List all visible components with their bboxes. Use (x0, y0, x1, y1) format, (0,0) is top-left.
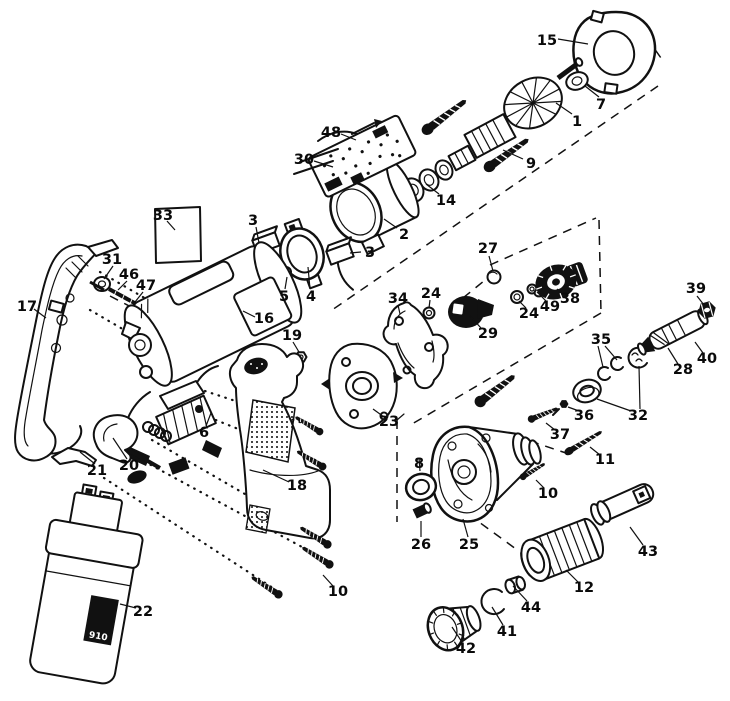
thrust-ball-27 (486, 269, 502, 285)
callout-28: 28 (673, 362, 693, 378)
callout-40: 40 (697, 351, 717, 367)
callout-23: 23 (379, 414, 399, 430)
motor-end-plate (572, 9, 657, 95)
washer-24-right (510, 290, 524, 304)
callout-36: 36 (574, 408, 594, 424)
washer-24-left (422, 306, 436, 320)
callout-32: 32 (628, 408, 648, 424)
callout-17: 17 (17, 299, 37, 315)
callout-29: 29 (478, 326, 498, 342)
callout-35: 35 (591, 332, 611, 348)
nut-36 (552, 400, 569, 416)
bushing-44 (504, 575, 527, 595)
leader-lines (33, 38, 705, 643)
retaining-clips-35 (597, 356, 624, 381)
callout-9: 9 (526, 156, 536, 172)
shifter-parts-31-46-47 (89, 276, 155, 318)
callout-20: 20 (119, 458, 139, 474)
battery-pack-22: 910 (29, 483, 144, 685)
callout-3a: 3 (248, 213, 258, 229)
handle-housing-18 (228, 343, 331, 540)
callout-46: 46 (119, 267, 139, 283)
chuck-sleeve-12 (520, 517, 605, 582)
callout-12: 12 (574, 580, 594, 596)
callout-47: 47 (136, 278, 156, 294)
callout-6: 6 (199, 425, 209, 441)
callout-19: 19 (282, 328, 302, 344)
callout-41: 41 (497, 624, 517, 640)
switch-assembly-6 (124, 365, 222, 484)
callout-10a: 10 (538, 486, 558, 502)
motor-screw (418, 95, 471, 139)
part-callouts: 15 7 1 9 48 30 14 2 33 3 3 5 4 31 46 47 … (17, 33, 717, 657)
callout-7: 7 (596, 97, 606, 113)
field-coil-30 (293, 114, 417, 198)
plug-26 (412, 502, 432, 519)
callout-26: 26 (411, 537, 431, 553)
callout-43: 43 (638, 544, 658, 560)
brush-ring-4 (279, 217, 325, 290)
callout-5: 5 (279, 289, 289, 305)
bearing-cup-32 (572, 378, 602, 404)
brush-3-right (325, 236, 355, 291)
spindle-40 (636, 308, 709, 356)
callout-49: 49 (540, 299, 560, 315)
callout-8: 8 (414, 456, 424, 472)
callout-3b: 3 (365, 245, 375, 261)
nut-39 (698, 301, 716, 319)
callout-27: 27 (478, 241, 498, 257)
motor-16 (121, 241, 303, 387)
case-screw (471, 370, 519, 411)
callout-31: 31 (102, 252, 122, 268)
callout-42: 42 (456, 641, 476, 657)
callout-11: 11 (595, 452, 615, 468)
output-shaft-43 (590, 483, 655, 526)
retaining-ring-41 (480, 588, 505, 616)
callout-2: 2 (399, 227, 409, 243)
armature-assembly (447, 57, 584, 172)
callout-22: 22 (133, 604, 153, 620)
battery-label-text: 910 (88, 630, 108, 643)
bearing-8 (404, 472, 438, 502)
callout-10b: 10 (328, 584, 348, 600)
housing-half-17 (14, 239, 119, 462)
gasket-plate-34 (382, 301, 449, 390)
callout-37: 37 (550, 427, 570, 443)
callout-30: 30 (294, 152, 314, 168)
callout-44: 44 (521, 600, 541, 616)
motor-leads-48 (293, 119, 382, 175)
callout-38: 38 (560, 291, 580, 307)
construction-lines (88, 23, 662, 592)
bearing-plate-23 (321, 342, 403, 430)
callout-34: 34 (388, 291, 408, 307)
callout-4: 4 (306, 289, 316, 305)
callout-24a: 24 (421, 286, 441, 302)
callout-16: 16 (254, 311, 274, 327)
gear-case-25 (430, 425, 542, 523)
callout-24b: 24 (519, 306, 539, 322)
callout-14: 14 (436, 193, 456, 209)
pinion-29 (448, 296, 494, 328)
name-label-33 (154, 206, 202, 264)
callout-39: 39 (686, 281, 706, 297)
callout-33: 33 (153, 208, 173, 224)
callout-15: 15 (537, 33, 557, 49)
callout-25: 25 (459, 537, 479, 553)
trigger-boot-20 (92, 414, 139, 464)
gear-cluster-38 (533, 262, 588, 300)
clutch-collar-42 (426, 605, 482, 652)
callout-21: 21 (87, 463, 107, 479)
bearing-7 (565, 71, 589, 91)
callout-1: 1 (572, 114, 582, 130)
callout-18: 18 (287, 478, 307, 494)
callout-48: 48 (321, 125, 341, 141)
